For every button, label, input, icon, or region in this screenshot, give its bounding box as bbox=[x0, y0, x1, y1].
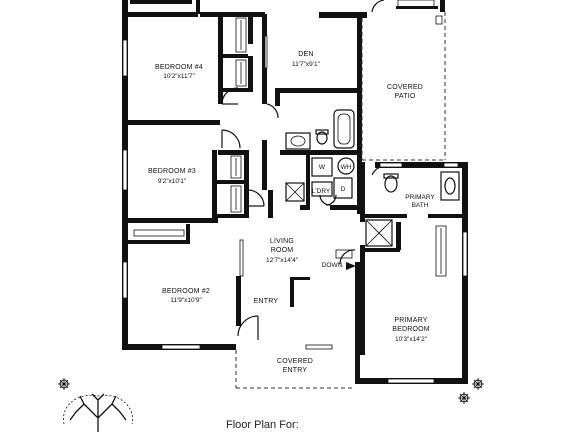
primary-bath-fixtures bbox=[365, 171, 460, 247]
windows bbox=[122, 35, 468, 384]
primary-bath-line2: BATH bbox=[412, 202, 429, 209]
washer-label: W bbox=[319, 164, 326, 171]
covered-patio-outline bbox=[361, 12, 446, 161]
living-room-line1: LIVING bbox=[270, 238, 294, 245]
covered-patio-line1: COVERED bbox=[387, 84, 423, 91]
dryer-label: D bbox=[341, 186, 346, 193]
living-room-line2: ROOM bbox=[271, 247, 294, 254]
primary-bedroom-line1: PRIMARY bbox=[394, 317, 427, 324]
room-label-primary-bedroom: PRIMARY BEDROOM 10'3"x14'2" bbox=[392, 317, 430, 343]
tree-icon bbox=[63, 393, 133, 432]
closet-shelves bbox=[133, 17, 447, 277]
floor-plan-title: Floor Plan For: bbox=[226, 419, 299, 431]
bedroom2-dims: 11'9"x10'9" bbox=[170, 297, 202, 304]
bedroom3-name: BEDROOM #3 bbox=[148, 168, 196, 175]
room-label-laundry: W WH L'DRY D bbox=[312, 164, 352, 195]
bedroom3-dims: 9'2"x10'1" bbox=[158, 178, 187, 185]
covered-entry-line2: ENTRY bbox=[283, 367, 308, 374]
down-arrow bbox=[346, 262, 356, 270]
primary-bath-line1: PRIMARY bbox=[405, 194, 435, 201]
room-label-bedroom2: BEDROOM #2 11'9"x10'9" bbox=[162, 288, 210, 304]
room-label-primary-bath: PRIMARY BATH bbox=[405, 194, 435, 209]
room-label-bedroom4: BEDROOM #4 10'2"x11'7" bbox=[155, 64, 203, 80]
shrub-icon bbox=[58, 378, 70, 390]
covered-patio-line2: PATIO bbox=[395, 93, 416, 100]
den-name: DEN bbox=[298, 51, 313, 58]
hall-bath-fixtures bbox=[285, 109, 355, 150]
room-label-bedroom3: BEDROOM #3 9'2"x10'1" bbox=[148, 168, 196, 185]
laundry-appliances bbox=[285, 157, 355, 202]
entry-label: ENTRY bbox=[254, 298, 279, 305]
bedroom2-name: BEDROOM #2 bbox=[162, 288, 210, 295]
laundry-name: L'DRY bbox=[312, 188, 331, 195]
room-label-den: DEN 11'7"x9'1" bbox=[292, 51, 321, 68]
water-heater-label: WH bbox=[341, 164, 352, 171]
covered-entry-outline bbox=[235, 350, 355, 389]
den-dims: 11'7"x9'1" bbox=[292, 61, 321, 68]
covered-entry-line1: COVERED bbox=[277, 358, 313, 365]
room-label-covered-patio: COVERED PATIO bbox=[387, 84, 423, 100]
primary-bedroom-dims: 10'3"x14'2" bbox=[395, 336, 428, 343]
interior-walls bbox=[128, 14, 468, 355]
bedroom4-name: BEDROOM #4 bbox=[155, 64, 203, 71]
shrub-icon bbox=[458, 392, 470, 404]
bedroom4-dims: 10'2"x11'7" bbox=[163, 73, 195, 80]
living-room-dims: 12'7"x14'4" bbox=[266, 257, 299, 264]
room-label-living-room: LIVING ROOM 12'7"x14'4" bbox=[266, 238, 299, 264]
primary-bedroom-line2: BEDROOM bbox=[392, 326, 430, 333]
down-label: DOWN bbox=[322, 262, 343, 269]
shrub-icon bbox=[472, 378, 484, 390]
room-label-covered-entry: COVERED ENTRY bbox=[277, 358, 313, 374]
